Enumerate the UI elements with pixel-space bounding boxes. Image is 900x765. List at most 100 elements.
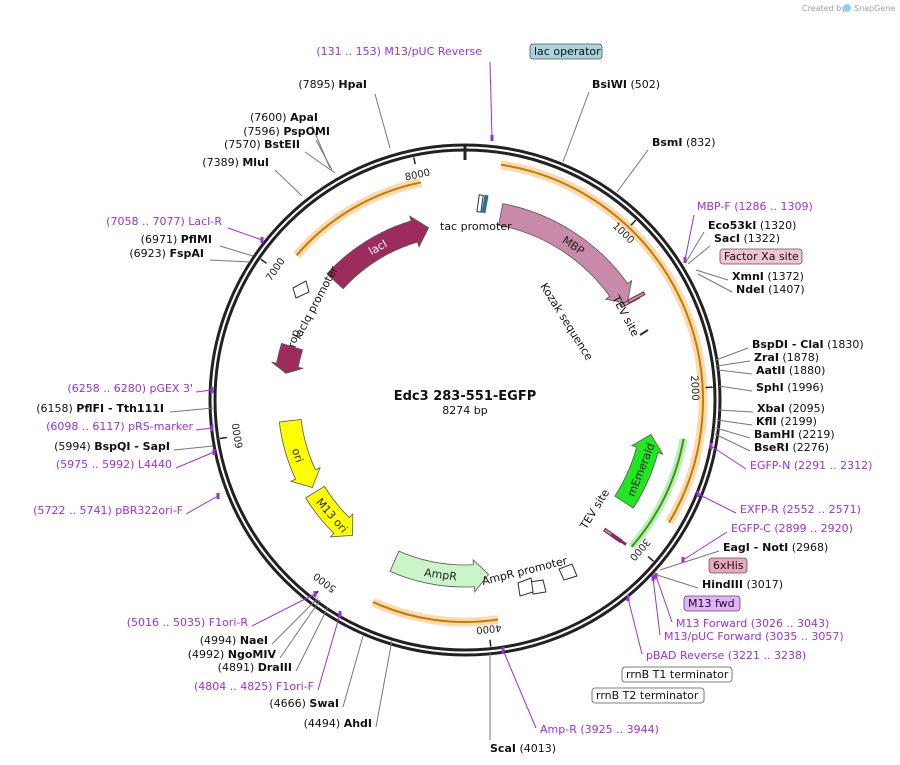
label-leader-line [251,593,316,627]
feature-ampr[interactable] [389,550,490,593]
enzyme-site-label[interactable]: XbaI (2095) [757,402,825,415]
enzyme-site-label[interactable]: HindIII (3017) [702,578,783,591]
primer-label[interactable]: (6098 .. 6117) pRS-marker [46,420,193,433]
enzyme-site-label[interactable]: SacI (1322) [714,232,780,245]
his-tag-glyph [610,533,627,546]
enzyme-name: BstEII [264,138,300,151]
enzyme-site-label[interactable]: ScaI (4013) [490,742,556,755]
feature-badge-label: lac operator [534,45,601,58]
enzyme-site-label[interactable]: BspDI - ClaI (1830) [752,338,864,351]
label-leader-line [697,273,733,293]
enzyme-name: BspDI - ClaI [752,338,824,351]
enzyme-site-label[interactable]: XmnI (1372) [732,270,804,283]
feature-m13-ori[interactable] [305,485,354,538]
enzyme-site-label[interactable]: BsiWI (502) [592,78,660,91]
enzyme-site-position: (1407) [768,283,805,296]
enzyme-site-label[interactable]: BseRI (2276) [754,441,829,454]
enzyme-site-label[interactable]: (6158) PflFI - Tth111I [36,402,164,415]
primer-label[interactable]: (5975 .. 5992) L4440 [56,458,172,471]
enzyme-site-label[interactable]: (7389) MluI [202,156,269,169]
feature-badge[interactable] [708,557,748,574]
tick-label: 4000 [476,621,502,635]
enzyme-site-label[interactable]: BsmI (832) [652,136,716,149]
enzyme-site-label[interactable]: (4666) SwaI [269,697,339,710]
enzyme-site-label[interactable]: (4494) AhdI [304,717,372,730]
enzyme-site-position: (1880) [789,364,826,377]
enzyme-site-label[interactable]: SphI (1996) [756,381,824,394]
primer-label[interactable]: (5016 .. 5035) F1ori-R [127,616,249,629]
primer-label[interactable]: (5722 .. 5741) pBR322ori-F [33,504,183,517]
label-leader-line [717,409,754,413]
primer-label[interactable]: (4804 .. 4825) F1ori-F [194,680,314,693]
enzyme-name: Eco53kI [708,219,756,232]
primer-mark [501,647,505,653]
feature-badge[interactable] [683,595,741,612]
enzyme-site-label[interactable]: (6971) PflMI [141,233,212,246]
label-leader-line [715,347,749,361]
primer-mark [212,449,216,455]
enzyme-site-position: (1996) [787,381,824,394]
enzyme-site-label[interactable]: (7600) ApaI [250,111,318,124]
primer-label[interactable]: EXFP-R (2552 .. 2571) [740,503,861,516]
enzyme-name: BseRI [754,441,789,454]
primer-mark [490,135,494,141]
enzyme-site-position: (2095) [788,402,825,415]
primer-label[interactable]: pBAD Reverse (3221 .. 3238) [646,649,806,662]
primer-label[interactable]: EGFP-C (2899 .. 2920) [731,522,853,535]
enzyme-site-position: (7600) [250,111,287,124]
primer-label[interactable]: (6258 .. 6280) pGEX 3' [67,382,193,395]
enzyme-site-label[interactable]: (4994) NaeI [200,634,268,647]
label-leader-line [627,597,643,655]
enzyme-site-label[interactable]: EagI - NotI (2968) [723,541,828,554]
feature-ori[interactable] [278,418,321,489]
tick-label: 8000 [404,167,431,183]
enzyme-site-label[interactable]: Eco53kI (1320) [708,219,796,232]
enzyme-site-position: (4666) [269,697,306,710]
label-leader-line [175,451,215,469]
primer-mark [626,595,630,601]
enzyme-site-label[interactable]: (4891) DraIII [218,661,292,674]
feature-badge[interactable] [621,666,733,683]
label-leader-line [652,577,661,636]
primer-mark [216,493,220,499]
feature-memerald[interactable] [614,433,664,509]
primer-label[interactable]: (131 .. 153) M13/pUC Reverse [316,45,482,58]
primer-label[interactable]: MBP-F (1286 .. 1309) [697,200,813,213]
enzyme-site-label[interactable]: (4992) NgoMIV [188,648,277,661]
tick-mark [219,436,228,440]
feature-mbp[interactable] [498,203,633,304]
enzyme-site-label[interactable]: (7570) BstEII [224,138,300,151]
enzyme-site-label[interactable]: (5994) BspQI - SapI [54,440,170,453]
tick-mark [630,219,637,226]
label-leader-line [715,427,751,439]
label-leader-line [169,407,214,413]
primer-label[interactable]: M13/pUC Forward (3035 .. 3057) [664,630,844,643]
enzyme-site-label[interactable]: (7596) PspOMI [243,125,330,138]
feature-badge-label: rrnB T2 terminator [596,689,699,702]
enzyme-name: SphI [756,381,784,394]
tick-label: 6000 [231,422,246,449]
label-leader-line [655,575,673,623]
feature-rop[interactable] [271,342,304,374]
primer-label[interactable]: EGFP-N (2291 .. 2312) [750,459,872,472]
enzyme-site-label[interactable]: BamHI (2219) [754,428,835,441]
enzyme-site-label[interactable]: NdeI (1407) [736,283,805,296]
enzyme-site-label[interactable]: (7895) HpaI [298,78,367,91]
primer-label[interactable]: Amp-R (3925 .. 3944) [540,723,659,736]
orf-mbp-fusion [500,163,704,523]
tick-mark [413,157,416,165]
enzyme-site-position: (4994) [200,634,237,647]
enzyme-site-label[interactable]: AatII (1880) [756,364,825,377]
primer-label[interactable]: (7058 .. 7077) LacI-R [106,215,222,228]
label-leader-line [695,269,729,281]
feature-label: rop [286,328,303,348]
enzyme-site-label[interactable]: ZraI (1878) [754,351,819,364]
feature-laci[interactable] [326,215,430,290]
feature-badge[interactable] [591,687,705,704]
enzyme-site-label[interactable]: KflI (2199) [756,415,817,428]
feature-badge[interactable] [529,43,603,60]
enzyme-site-label[interactable]: (6923) FspAI [129,247,204,260]
primer-label[interactable]: M13 Forward (3026 .. 3043) [676,617,829,630]
feature-badge[interactable] [719,248,803,265]
